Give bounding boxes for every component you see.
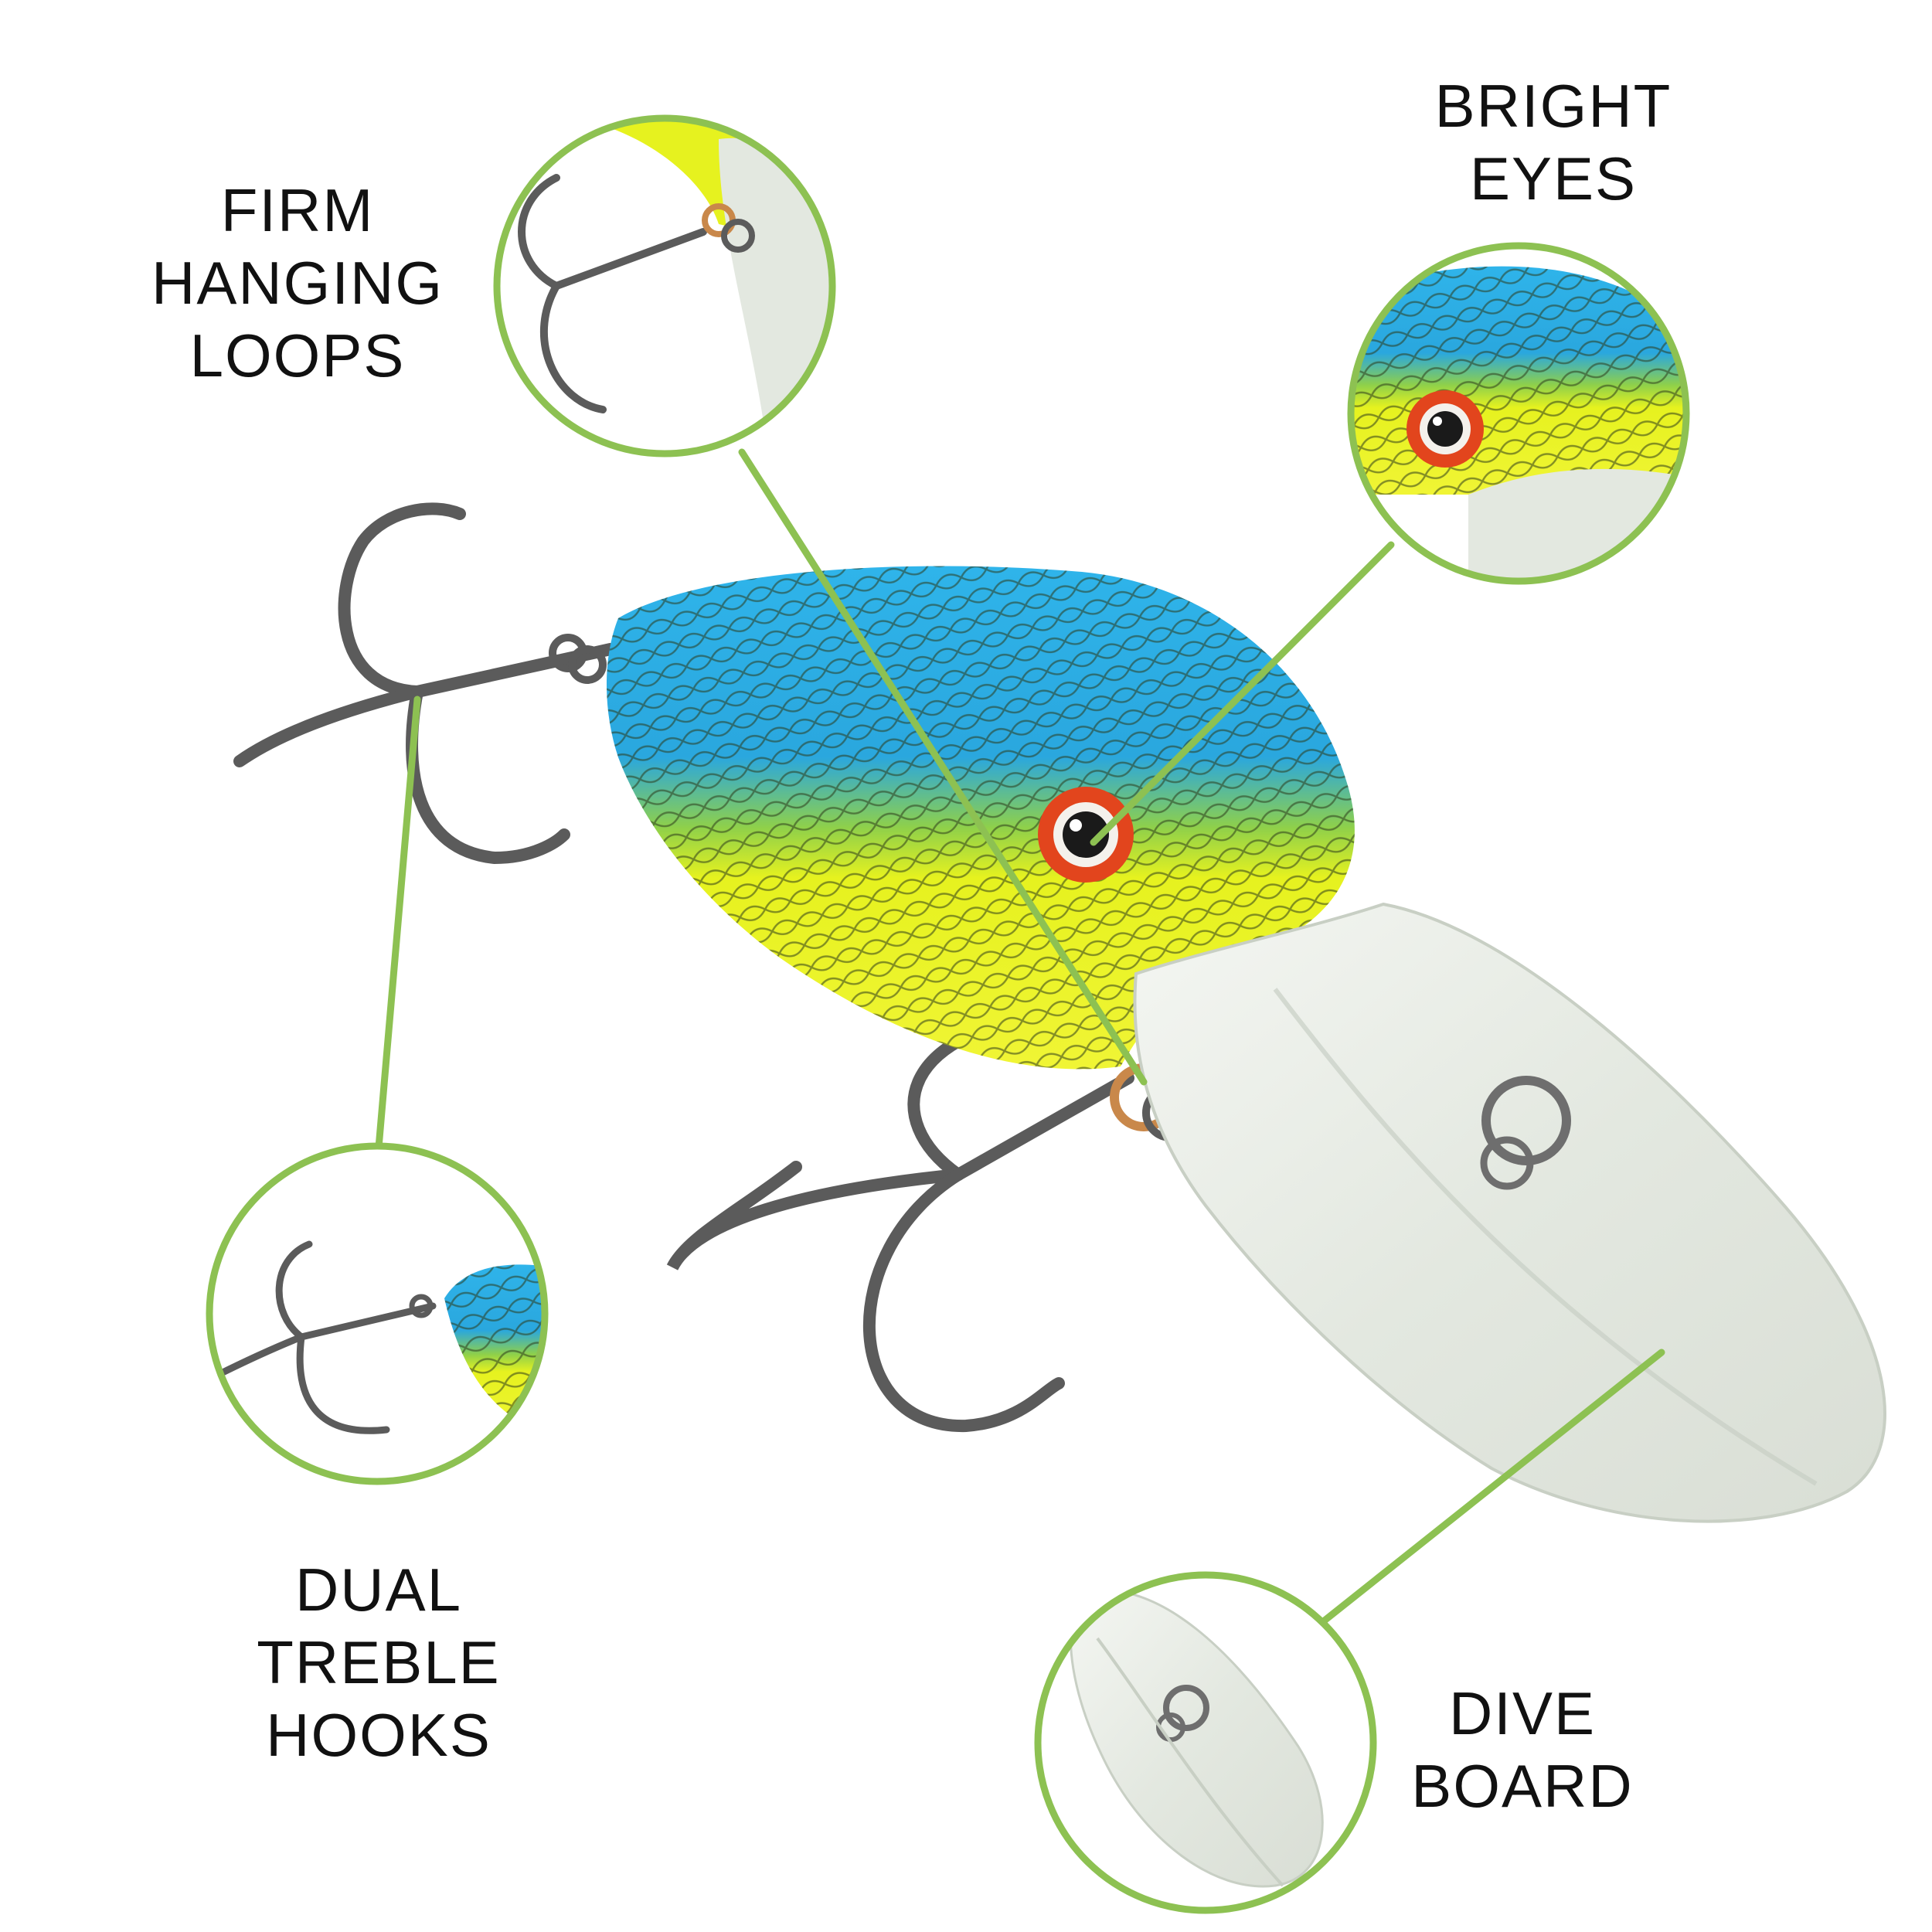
- label-line: TREBLE: [257, 1628, 501, 1696]
- label-line: DIVE: [1448, 1679, 1597, 1747]
- callout-circle-firm-hanging-loops: [493, 114, 836, 457]
- label-line: HANGING: [151, 249, 444, 317]
- connector-dual-treble-hooks: [375, 696, 421, 1151]
- belly-treble-hook: [666, 1006, 1199, 1433]
- label-bright-eyes: BRIGHT EYES: [1376, 70, 1731, 215]
- rear-treble-hook: [233, 502, 617, 865]
- callout-circle-bright-eyes: [1347, 242, 1690, 585]
- connector-lines: [375, 448, 1665, 1627]
- label-line: DUAL: [294, 1556, 463, 1624]
- lure-eye: [1038, 787, 1134, 883]
- label-dual-treble-hooks: DUAL TREBLE HOOKS: [201, 1553, 556, 1771]
- label-line: BOARD: [1411, 1752, 1634, 1820]
- label-line: EYES: [1469, 145, 1638, 213]
- connector-firm-hanging-loops: [738, 448, 1148, 1086]
- label-line: HOOKS: [266, 1701, 492, 1769]
- label-line: FIRM: [220, 176, 375, 244]
- connector-dive-board: [1318, 1349, 1665, 1627]
- label-dive-board: DIVE BOARD: [1352, 1677, 1692, 1822]
- dive-lip: [1133, 902, 1886, 1523]
- callout-circle-dive-board: [1034, 1571, 1377, 1914]
- lure-body: [607, 566, 1355, 1070]
- label-line: LOOPS: [189, 321, 406, 389]
- label-line: BRIGHT: [1434, 72, 1672, 140]
- connector-bright-eyes: [1090, 541, 1395, 846]
- callout-circle-dual-treble-hooks: [206, 1142, 549, 1485]
- label-firm-hanging-loops: FIRM HANGING LOOPS: [108, 174, 487, 392]
